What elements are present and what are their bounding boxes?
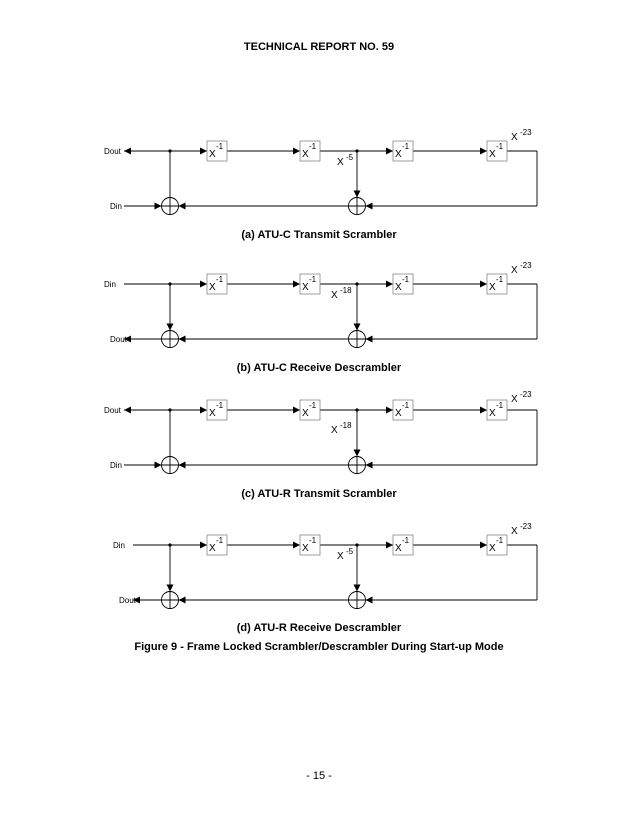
diagram-c-delay-box-4 (486, 399, 508, 421)
diagram-a-delay-3-exp: -1 (402, 142, 410, 151)
figure-caption: Figure 9 - Frame Locked Scrambler/Descra… (134, 641, 504, 653)
diagram-c-delay-4-base: X (489, 408, 496, 419)
diagram-c-delay-2-base: X (302, 408, 309, 419)
diagram-d-delay-box-2 (299, 534, 321, 556)
diagram-a-delay-2-base: X (302, 149, 309, 160)
diagram-a-end-label-exp: -23 (520, 128, 532, 137)
diagram-d-delay-3-base: X (395, 543, 402, 554)
diagram-d-xor-right (348, 591, 366, 609)
diagram-d-delay-box-3 (392, 534, 414, 556)
diagram-b-xor-right (348, 330, 366, 348)
diagram-d-end-label-exp: -23 (520, 522, 532, 531)
diagram-d-delay-4-base: X (489, 543, 496, 554)
diagram-b-end-label-exp: -23 (520, 261, 532, 270)
diagram-a-xor-right (348, 197, 366, 215)
diagram-b-xor-left (161, 330, 179, 348)
diagram-c-delay-3-base: X (395, 408, 402, 419)
caption-c: (c) ATU-R Transmit Scrambler (241, 488, 397, 500)
diagram-c-delay-2-exp: -1 (309, 401, 317, 410)
diagram-a-delay-box-3 (392, 140, 414, 162)
diagram-c-end-label-base: X (511, 394, 518, 405)
diagram-a-delay-1-base: X (209, 149, 216, 160)
page-number: - 15 - (306, 770, 332, 782)
diagram-b-tap-label-exp: -18 (340, 286, 352, 295)
diagram-c-delay-box-3 (392, 399, 414, 421)
caption-a: (a) ATU-C Transmit Scrambler (241, 229, 397, 241)
diagram-c-xor-right (348, 456, 366, 474)
diagram-b-tap-label-base: X (331, 290, 338, 301)
diagram-d-end-label-base: X (511, 526, 518, 537)
diagram-c-tap-label-base: X (331, 425, 338, 436)
diagram-b-delay-1-exp: -1 (216, 275, 224, 284)
diagram-b-delay-1-base: X (209, 282, 216, 293)
diagram-d-delay-1-exp: -1 (216, 536, 224, 545)
diagram-a-delay-4-base: X (489, 149, 496, 160)
diagram-a-xor-left (161, 197, 179, 215)
diagram-b-end-label-base: X (511, 265, 518, 276)
diagram-b-delay-3-exp: -1 (402, 275, 410, 284)
diagram-b-bottom-label: Dout (110, 335, 128, 344)
diagram-b-delay-2-base: X (302, 282, 309, 293)
diagram-c-delay-box-2 (299, 399, 321, 421)
diagram-a-delay-4-exp: -1 (496, 142, 504, 151)
diagram-b-delay-2-exp: -1 (309, 275, 317, 284)
diagram-a-bottom-label: Din (110, 202, 122, 211)
diagram-c-bottom-label: Din (110, 461, 122, 470)
diagram-a-delay-box-4 (486, 140, 508, 162)
diagram-c-delay-box-1 (206, 399, 228, 421)
diagram-a-delay-box-2 (299, 140, 321, 162)
diagram-d-tap-label-base: X (337, 551, 344, 562)
diagram-c-tap-label-exp: -18 (340, 421, 352, 430)
diagram-c-delay-1-exp: -1 (216, 401, 224, 410)
diagram-d-delay-4-exp: -1 (496, 536, 504, 545)
diagram-a-delay-box-1 (206, 140, 228, 162)
diagram-b-top-label: Din (104, 280, 116, 289)
caption-b: (b) ATU-C Receive Descrambler (236, 362, 402, 374)
diagram-b-delay-box-2 (299, 273, 321, 295)
diagram-d-delay-3-exp: -1 (402, 536, 410, 545)
diagram-a-tap-label-exp: -5 (346, 153, 354, 162)
diagram-d-tap-label-exp: -5 (346, 547, 354, 556)
diagram-a-end-label-base: X (511, 132, 518, 143)
diagram-a-top-label: Dout (104, 147, 122, 156)
diagram-d-top-label: Din (113, 541, 125, 550)
diagram-d-delay-2-exp: -1 (309, 536, 317, 545)
diagram-d-delay-1-base: X (209, 543, 216, 554)
diagram-d-delay-2-base: X (302, 543, 309, 554)
caption-d: (d) ATU-R Receive Descrambler (236, 622, 402, 634)
diagram-b-delay-4-exp: -1 (496, 275, 504, 284)
diagram-d-bottom-label: Dout (119, 596, 137, 605)
diagram-c-end-label-exp: -23 (520, 390, 532, 399)
scrambler-diagrams: DoutDinX-1X-1X-1X-1X-5X-23DinDoutX-1X-1X… (104, 128, 538, 609)
diagram-d-xor-left (161, 591, 179, 609)
diagram-c-delay-1-base: X (209, 408, 216, 419)
diagram-a-delay-1-exp: -1 (216, 142, 224, 151)
diagram-b-delay-3-base: X (395, 282, 402, 293)
diagram-a-tap-label-base: X (337, 157, 344, 168)
diagram-c-delay-4-exp: -1 (496, 401, 504, 410)
diagram-d-delay-box-4 (486, 534, 508, 556)
diagram-c-top-label: Dout (104, 406, 122, 415)
diagram-d-delay-box-1 (206, 534, 228, 556)
diagram-b-delay-box-4 (486, 273, 508, 295)
diagram-a-delay-3-base: X (395, 149, 402, 160)
diagram-a-delay-2-exp: -1 (309, 142, 317, 151)
diagram-c-delay-3-exp: -1 (402, 401, 410, 410)
diagram-c-xor-left (161, 456, 179, 474)
diagram-b-delay-4-base: X (489, 282, 496, 293)
report-header: TECHNICAL REPORT NO. 59 (243, 41, 395, 53)
diagram-b-delay-box-3 (392, 273, 414, 295)
diagram-b-delay-box-1 (206, 273, 228, 295)
